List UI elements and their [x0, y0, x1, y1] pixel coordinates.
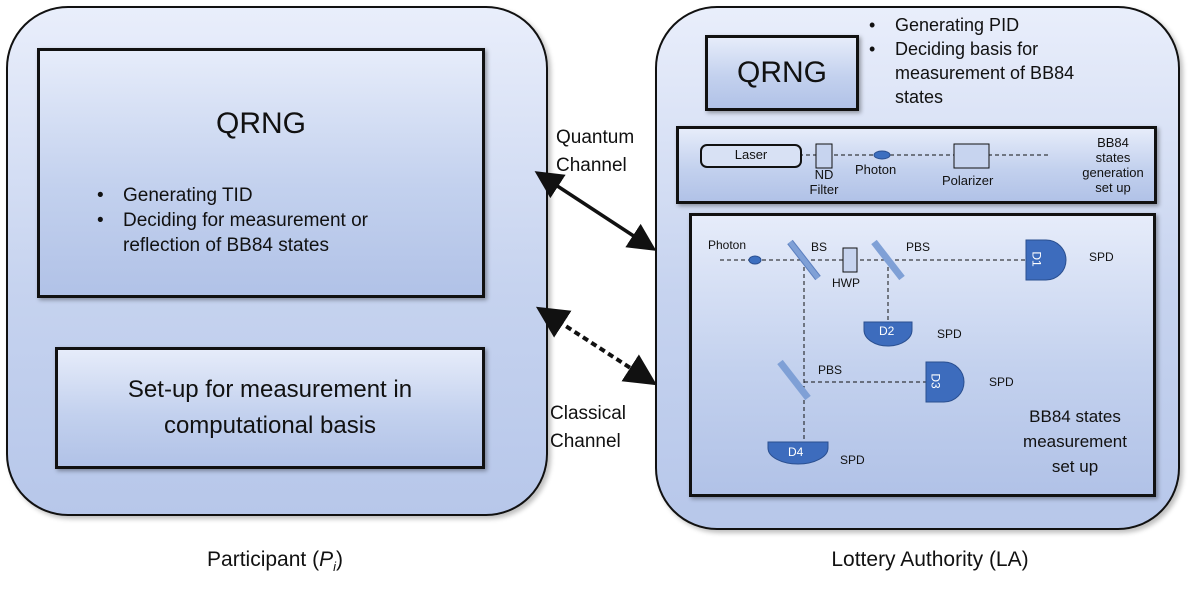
authority-bullet-pid: Generating PID [867, 13, 1077, 37]
d3-detector-icon [925, 361, 965, 403]
photon-dot-icon [748, 255, 762, 265]
pbs-bottom-icon [777, 359, 811, 401]
d2-detector-icon [863, 321, 913, 347]
photon-label: Photon [855, 162, 897, 177]
d1-detector-icon [1025, 239, 1067, 281]
generation-setup-box: Laser ND Filter Photon Polarizer BB84 st… [676, 126, 1157, 204]
hwp-label: HWP [832, 276, 860, 290]
authority-bullet-basis: Deciding basis for measurement of BB84 s… [867, 37, 1077, 109]
spd3-label: SPD [989, 375, 1014, 389]
laser-label: Laser [734, 147, 768, 162]
d4-label: D4 [788, 445, 804, 459]
polarizer-icon [953, 143, 990, 169]
authority-qrng-bullets: Generating PID Deciding basis for measur… [867, 13, 1077, 109]
bs-icon-edge [788, 240, 820, 280]
participant-caption: Participant (Pi) [207, 548, 343, 575]
participant-qrng-bullets: Generating TID Deciding for measurement … [95, 183, 425, 258]
d4-detector-icon [767, 441, 829, 465]
participant-qrng-box: QRNG Generating TID Deciding for measure… [37, 48, 485, 298]
quantum-channel-arrow [534, 171, 657, 251]
spd2-label: SPD [937, 327, 962, 341]
generation-diagram [700, 143, 1049, 169]
d3-label: D3 [928, 373, 943, 389]
pbs-top-icon [871, 239, 905, 281]
classical-channel-arrow [535, 306, 658, 386]
laser-box [700, 144, 802, 168]
hwp-icon [842, 247, 858, 273]
spd1-label: SPD [1089, 250, 1114, 264]
generation-setup-label: BB84 states generation set up [1082, 135, 1144, 195]
meas-photon-label: Photon [708, 238, 747, 252]
measurement-setup-label: BB84 states measurement set up [1023, 407, 1127, 476]
d2-label: D2 [879, 324, 895, 338]
nd-filter-icon [815, 143, 833, 169]
participant-setup-box: Set-up for measurement in computational … [55, 347, 485, 469]
authority-qrng-title: QRNG [737, 56, 827, 89]
classical-channel-label: Classical Channel [550, 403, 627, 452]
quantum-channel-label: Quantum Channel [556, 127, 635, 176]
photon-icon [873, 150, 891, 160]
participant-bullet-measurement: Deciding for measurement or reflection o… [95, 208, 425, 258]
spd4-label: SPD [840, 453, 865, 467]
participant-setup-label: Set-up for measurement in computational … [127, 376, 413, 439]
participant-bullet-tid: Generating TID [95, 183, 425, 208]
measurement-setup-box: Photon BS HWP PBS PBS D1 D2 D3 D4 SPD SP… [689, 213, 1156, 497]
nd-filter-label: ND Filter [809, 167, 839, 197]
participant-qrng-title: QRNG [216, 107, 306, 140]
d1-label: D1 [1029, 251, 1044, 267]
bs-label: BS [811, 240, 828, 254]
pbs-bottom-label: PBS [818, 363, 843, 377]
polarizer-label: Polarizer [942, 173, 994, 188]
authority-caption: Lottery Authority (LA) [831, 548, 1029, 571]
measurement-diagram [720, 239, 1067, 465]
pbs-top-label: PBS [906, 240, 931, 254]
authority-qrng-box: QRNG [705, 35, 859, 111]
